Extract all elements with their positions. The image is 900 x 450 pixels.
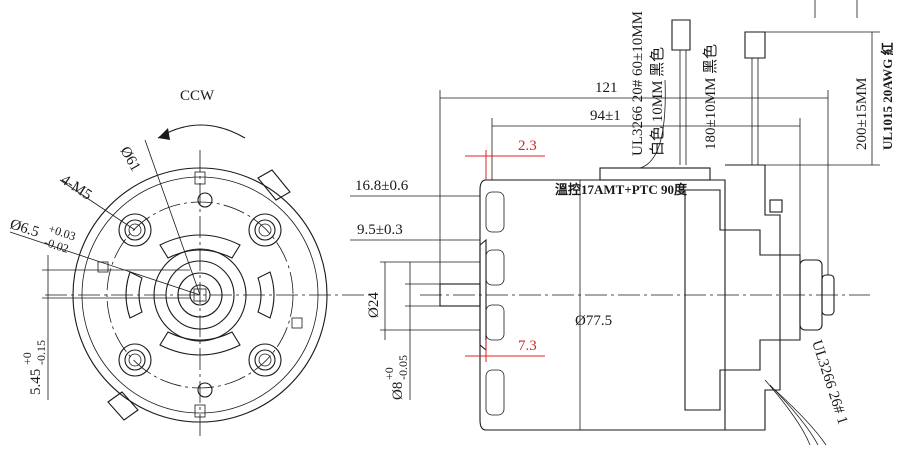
lead1-text2: 白色 10MM 黑色: [649, 47, 666, 156]
ccw-arrowhead: [158, 128, 170, 140]
flat-dim-group: 5.45 +0 -0.15: [20, 340, 48, 395]
m5-leader: [59, 179, 136, 231]
small-hole-top: [197, 192, 213, 208]
body-rib-1: [485, 191, 505, 233]
body-rib-2: [485, 249, 505, 286]
mounting-pitch-circle: [106, 201, 294, 389]
dim-73-label: 7.3: [518, 338, 537, 354]
dim-23-label: 2.3: [518, 138, 537, 154]
lead1-text: UL3266 20# 60±10MM: [630, 11, 646, 156]
flat-tol-lower: -0.15: [34, 340, 48, 365]
m5-label: 4-M5: [58, 172, 95, 204]
hub-outer: [153, 248, 247, 342]
housing-outline: [72, 167, 328, 423]
dim-dia775-label: Ø77.5: [575, 313, 612, 329]
vent-slot-left: [125, 271, 143, 319]
small-hole-bottom: [197, 382, 213, 398]
connector-1: [671, 19, 691, 51]
housing-inner-outline: [81, 176, 319, 414]
flange-tab-bottom: [107, 391, 139, 421]
dim-dia8-tol-lower: -0.05: [396, 355, 410, 380]
hub-middle: [165, 260, 235, 330]
thermostat: [599, 167, 711, 181]
front-tab-left: [97, 261, 109, 273]
dim-dia8-label: Ø8: [390, 382, 406, 400]
flat-tol-upper: +0: [20, 352, 34, 365]
bottom-wire-1: [764, 379, 811, 446]
dia65-leader: [9, 231, 201, 296]
front-tab-bottom: [194, 404, 206, 418]
flange-tab-top: [257, 169, 291, 201]
body-rib-4: [485, 369, 505, 416]
dim-94-label: 94±1: [590, 108, 621, 124]
lead2-text: 180±10MM 黑色: [702, 44, 719, 150]
mounting-hole-tl: [118, 213, 152, 247]
dim-200-label: 200±15MM: [854, 78, 870, 150]
front-tab-top: [194, 171, 206, 185]
end-bracket: [725, 164, 781, 431]
motor-body: [479, 179, 726, 431]
mounting-hole-br: [248, 343, 282, 377]
front-view: CCW Ø61 4-M5 Ø6.5 +0.03 -0.02 5.45 +0 -0…: [8, 88, 375, 440]
shaft-end: [189, 284, 211, 306]
thermostat-note: 溫控17AMT+PTC 90度: [555, 182, 688, 197]
hub-inner: [177, 272, 223, 318]
ccw-arc: [157, 124, 246, 139]
bottom-lead-text: UL3266 26# 1: [808, 338, 850, 426]
flat-dim-label: 5.45: [28, 369, 44, 395]
mounting-hole-tr: [248, 213, 282, 247]
body-rib-3: [485, 304, 505, 341]
shaft-flat: [193, 288, 207, 302]
ccw-label: CCW: [180, 88, 215, 104]
lead-wire-3: [639, 79, 666, 169]
end-cap: [684, 189, 801, 411]
dim-95-label: 9.5±0.3: [357, 222, 403, 238]
bracket-tab: [769, 199, 783, 213]
dim-dia8-tol-upper: +0: [382, 367, 396, 380]
mounting-hole-bl: [118, 343, 152, 377]
vent-slot-right: [257, 271, 275, 319]
dim-121-label: 121: [595, 80, 618, 96]
dia65-group: Ø6.5 +0.03 -0.02: [8, 216, 78, 255]
connector-2: [744, 31, 766, 59]
lead3-spec: UL1015 20AWG 紅: [880, 42, 895, 150]
dia61-label: Ø61: [117, 144, 144, 174]
dim-168-label: 16.8±0.6: [355, 178, 409, 194]
dia61-leader: [144, 139, 201, 296]
dim-dia8-group: Ø8 +0 -0.05: [382, 355, 410, 400]
bottom-wire-3: [774, 389, 827, 446]
front-tab-right: [291, 317, 303, 329]
dim-dia24-label: Ø24: [366, 292, 382, 318]
side-view: 121 94±1 2.3 16.8±0.6 9.5±0.3 Ø24 Ø8 +0 …: [350, 0, 895, 446]
